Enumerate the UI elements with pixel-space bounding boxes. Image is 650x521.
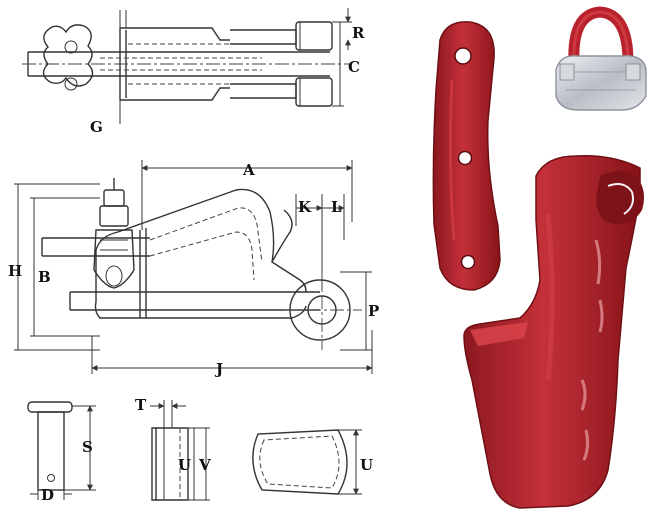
dim-label-u-wedge: U xyxy=(360,456,373,474)
dim-label-j: J xyxy=(214,360,223,378)
dim-label-c: C xyxy=(348,58,360,76)
wedge-plate-photo xyxy=(432,21,501,291)
dim-label-a: A xyxy=(242,161,255,179)
wedge-plan-drawing xyxy=(252,429,362,495)
wedge-side-drawing xyxy=(150,400,210,501)
side-view-drawing xyxy=(14,160,373,374)
dim-label-h: H xyxy=(8,262,22,280)
dim-label-p: P xyxy=(368,302,379,320)
wedge-socket-photo xyxy=(463,155,644,509)
dim-label-r: R xyxy=(352,24,365,42)
dim-label-t: T xyxy=(135,396,147,414)
top-view-drawing xyxy=(22,8,352,124)
wire-rope-clip-photo xyxy=(555,6,647,111)
dim-label-l: L xyxy=(331,198,342,216)
dim-label-g: G xyxy=(90,118,103,136)
dim-label-u-side: U xyxy=(178,456,191,474)
dim-label-b: B xyxy=(38,268,51,286)
dim-label-s: S xyxy=(82,438,93,456)
dim-label-k: K xyxy=(298,198,312,216)
dim-label-d: D xyxy=(41,486,54,504)
dim-label-v: V xyxy=(198,456,211,474)
pin-drawing xyxy=(27,401,96,500)
